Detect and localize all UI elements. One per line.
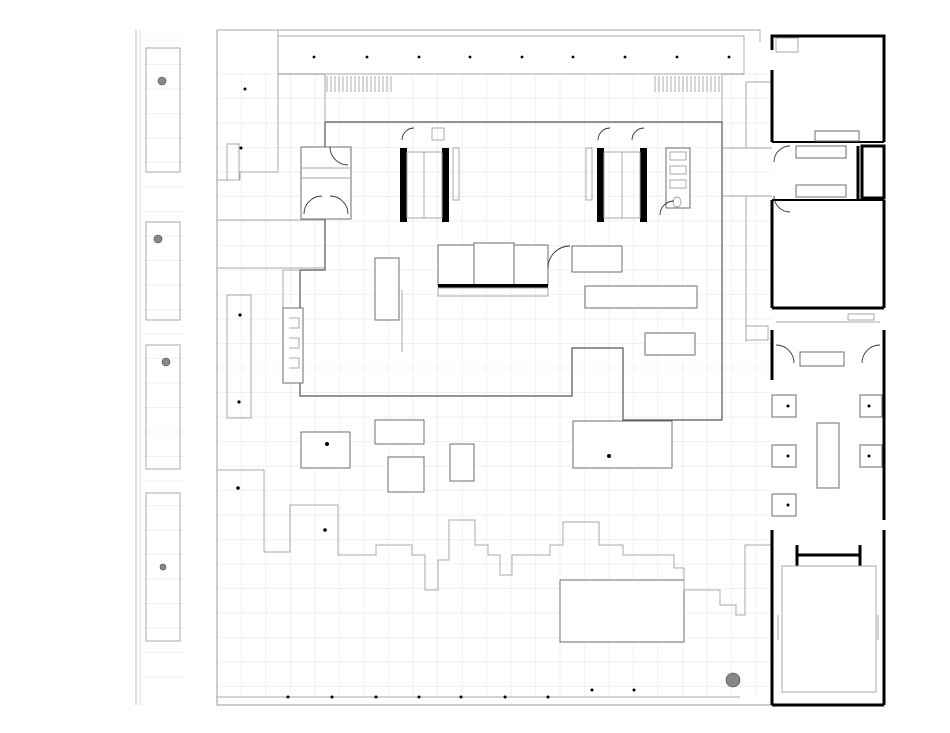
sidewalk-strip <box>135 30 181 705</box>
east-gallery <box>770 313 886 520</box>
east-rooms <box>770 34 886 310</box>
site-boundary <box>216 29 772 706</box>
tree-pit <box>161 357 171 367</box>
tree-pit <box>159 563 167 571</box>
main-hall <box>282 121 723 421</box>
entry-stairs-right <box>654 76 720 92</box>
outdoor-planters <box>300 419 685 643</box>
south-east-pavilion <box>770 530 886 707</box>
east-corridor <box>722 81 772 342</box>
tree-pit <box>153 234 163 244</box>
central-counters <box>374 242 698 356</box>
restroom-block <box>659 147 691 216</box>
left-outdoor-area <box>217 29 325 419</box>
escalator-left <box>400 127 460 222</box>
tree-pit <box>157 76 167 86</box>
escalator-right <box>585 127 647 222</box>
entry-stairs-left <box>326 76 392 92</box>
cloakroom <box>300 146 352 220</box>
stepped-terrace <box>217 469 772 699</box>
